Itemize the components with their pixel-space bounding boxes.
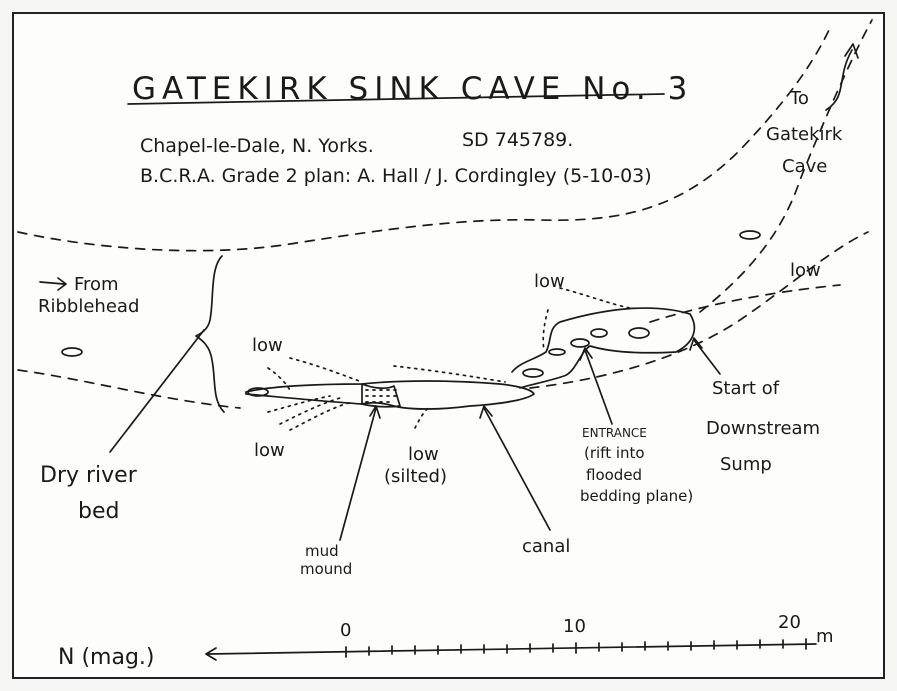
entrance-pot-4: [628, 327, 650, 339]
entrance-label-line4: bedding plane): [580, 487, 693, 505]
entrance-pot-2: [570, 338, 590, 348]
dry-river-label-line1: Dry river: [40, 463, 138, 488]
low-dots-north: [393, 365, 506, 383]
to-label-line1: To: [789, 88, 809, 109]
mud-stipple: [365, 389, 397, 403]
mud-mound-label-line1: mud: [305, 542, 339, 560]
north-label: N (mag.): [58, 645, 155, 670]
valley-edge-south-east: [529, 231, 869, 389]
low-dots-sw2: [267, 395, 331, 413]
entrance-label-line1: ENTRANCE: [582, 426, 647, 440]
low-dots-sw1: [279, 397, 341, 425]
dry-river-leader: [109, 329, 205, 453]
from-label-line1: From: [74, 274, 119, 295]
mud-mound-label-line2: mound: [300, 560, 352, 578]
from-label-line2: Ribblehead: [38, 296, 139, 317]
canal-arrow-icon: [479, 405, 493, 419]
grid-reference: SD 745789.: [462, 129, 573, 151]
dry-river-brace: [195, 255, 225, 413]
title-underline: [127, 93, 665, 105]
low-dots-chamber: [559, 287, 631, 309]
low-label-sw: low: [254, 440, 285, 461]
scale-ticks: [345, 638, 807, 658]
to-gatekirk-arrow: [825, 49, 853, 111]
entrance-pot-1: [522, 368, 544, 378]
dry-river-label-line2: bed: [78, 499, 119, 524]
arrow-head-icon: [844, 43, 859, 59]
sump-label-line2: Downstream: [706, 418, 820, 439]
sump-label-line3: Sump: [720, 454, 772, 475]
west-end-pot: [247, 387, 269, 397]
boulder-west: [61, 347, 83, 357]
canal-leader: [483, 407, 551, 531]
survey-credit: B.C.R.A. Grade 2 plan: A. Hall / J. Cord…: [140, 165, 652, 187]
survey-title: GATEKIRK SINK CAVE No. 3: [132, 71, 693, 107]
mud-mound-leader: [339, 407, 377, 541]
entrance-pot-3: [590, 328, 608, 338]
low-label-nw: low: [252, 335, 283, 356]
low-dots-sw3: [289, 401, 353, 431]
river-channel-south: [649, 284, 841, 323]
sump-leader: [693, 339, 721, 375]
entrance-label-line2: (rift into: [584, 444, 645, 462]
sump-label-line1: Start of: [712, 378, 780, 399]
scale-label-10: 10: [563, 616, 586, 637]
river-channel-east: [699, 19, 873, 313]
low-dots-chamber-w: [542, 309, 549, 351]
silted-label: (silted): [384, 466, 447, 487]
from-arrow-icon: [39, 277, 67, 291]
boulder-north-east: [739, 230, 761, 240]
low-dots-silted: [414, 407, 429, 429]
low-label-chamber: low: [534, 271, 565, 292]
canal-passage: [245, 380, 535, 410]
entrance-pot-5: [548, 348, 566, 356]
low-label-silted: low: [408, 444, 439, 465]
north-arrow-head-icon: [205, 647, 217, 661]
scale-label-0: 0: [340, 620, 351, 641]
entrance-label-line3: flooded: [586, 466, 642, 484]
low-dots-nw: [289, 357, 363, 383]
location-text: Chapel-le-Dale, N. Yorks.: [140, 135, 374, 157]
scale-label-20: 20: [778, 612, 801, 633]
to-label-line3: Cave: [782, 156, 827, 177]
scale-bar-line: [207, 643, 817, 655]
mud-mound-area: [361, 383, 401, 408]
entrance-leader: [584, 349, 613, 425]
entrance-arrow-icon: [579, 347, 593, 361]
low-label-east: low: [790, 260, 821, 281]
sump-arrow-icon: [689, 337, 703, 351]
valley-edge-north: [17, 27, 831, 252]
mud-mound-arrow-icon: [369, 405, 381, 419]
survey-sheet: [12, 12, 885, 679]
scale-unit: m: [816, 626, 834, 647]
to-label-line2: Gatekirk: [766, 124, 843, 145]
low-dots-w: [267, 367, 291, 391]
entrance-chamber: [511, 307, 696, 389]
valley-edge-south-west: [17, 369, 241, 409]
canal-label: canal: [522, 536, 570, 557]
